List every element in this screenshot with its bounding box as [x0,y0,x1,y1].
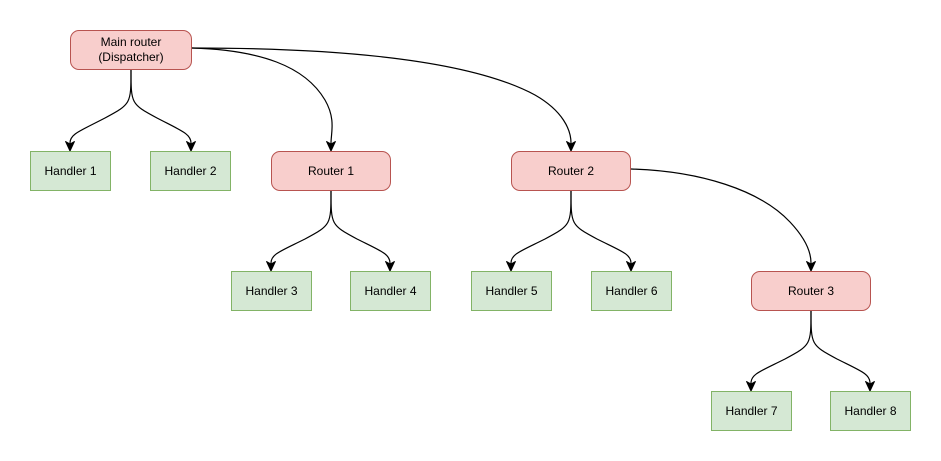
edge-main-to-handler-2-arrowhead [186,141,196,152]
node-label-handler-4: Handler 4 [364,283,417,298]
node-handler-5[interactable]: Handler 5 [471,271,552,311]
edge-router-1-to-handler-4 [330,190,395,272]
edge-main-to-router-2-arrowhead [566,141,576,152]
edge-router-1-to-handler-3 [266,190,332,272]
node-label-router-3: Router 3 [787,283,835,298]
node-label-handler-3: Handler 3 [245,283,298,298]
edge-router-2-to-router-3-arrowhead [806,261,816,272]
node-label-router-1: Router 1 [307,163,355,178]
node-handler-7[interactable]: Handler 7 [711,391,792,431]
edge-main-to-router-1 [191,47,336,152]
node-router-1[interactable]: Router 1 [271,151,391,191]
node-label-handler-8: Handler 8 [844,403,897,418]
edge-main-to-handler-1 [65,69,132,152]
edge-router-2-to-handler-6-arrowhead [626,261,636,272]
node-label-handler-7: Handler 7 [725,403,778,418]
edge-router-2-to-handler-5 [506,190,572,272]
node-handler-3[interactable]: Handler 3 [231,271,312,311]
node-router-3[interactable]: Router 3 [751,271,871,311]
node-label-main-router: Main router (Dispatcher) [98,35,164,64]
edge-router-3-to-handler-8-arrowhead [865,381,875,392]
edge-main-to-router-2 [191,47,576,152]
node-label-handler-6: Handler 6 [605,283,658,298]
node-handler-8[interactable]: Handler 8 [830,391,911,431]
edge-main-to-router-1-arrowhead [326,141,336,152]
edge-router-3-to-handler-8 [810,310,875,392]
edge-router-3-to-handler-7-arrowhead [746,381,756,392]
edge-router-2-to-handler-6 [570,190,636,272]
edge-main-to-handler-1-arrowhead [65,141,75,152]
node-handler-6[interactable]: Handler 6 [591,271,672,311]
node-handler-2[interactable]: Handler 2 [150,151,231,191]
node-label-handler-2: Handler 2 [164,163,217,178]
node-handler-1[interactable]: Handler 1 [30,151,111,191]
node-router-2[interactable]: Router 2 [511,151,631,191]
edge-main-to-handler-2 [130,69,196,152]
node-handler-4[interactable]: Handler 4 [350,271,431,311]
edge-router-1-to-handler-3-arrowhead [266,261,276,272]
edge-router-3-to-handler-7 [746,310,812,392]
edge-router-2-to-handler-5-arrowhead [506,261,516,272]
node-label-handler-5: Handler 5 [485,283,538,298]
edge-router-1-to-handler-4-arrowhead [385,261,395,272]
node-label-router-2: Router 2 [547,163,595,178]
node-main-router[interactable]: Main router (Dispatcher) [70,30,192,70]
node-label-handler-1: Handler 1 [44,163,97,178]
edge-router-2-to-router-3 [630,168,816,272]
